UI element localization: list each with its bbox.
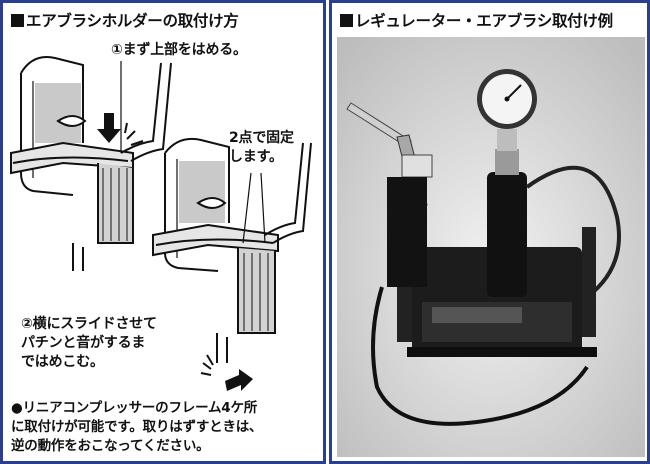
left-panel-holder-instructions: エアブラシホルダーの取付け方 bbox=[0, 0, 326, 464]
square-bullet-icon bbox=[340, 14, 353, 27]
step2-line-1: ②横にスライドさせて bbox=[21, 316, 157, 332]
click-mark-icon bbox=[124, 122, 144, 146]
fix-note-line-1: 2点で固定 bbox=[229, 130, 294, 146]
step2-line-3: ではめこむ。 bbox=[21, 354, 104, 370]
air-hose bbox=[371, 286, 589, 426]
right-panel-mounting-example: レギュレーター・エアブラシ取付け例 bbox=[329, 0, 650, 464]
left-panel-title: エアブラシホルダーの取付け方 bbox=[11, 9, 239, 31]
regulator bbox=[477, 69, 537, 297]
step1-note: ①まず上部をはめる。 bbox=[111, 42, 247, 58]
holder-lower-drawing bbox=[152, 137, 312, 363]
compressor-note-line-3: 逆の動作をおこなってください。 bbox=[11, 438, 210, 454]
holder-illustration bbox=[10, 56, 312, 391]
compressor-note: ●リニアコンプレッサーのフレーム4ケ所 に取付けが可能です。取りはずすときは、 … bbox=[11, 399, 263, 456]
fix-note: 2点で固定 します。 bbox=[229, 129, 294, 167]
compressor-note-line-1: ●リニアコンプレッサーのフレーム4ケ所 bbox=[11, 400, 258, 416]
compressor-photo bbox=[337, 37, 645, 457]
click-mark-icon bbox=[200, 354, 214, 376]
airbrush bbox=[346, 102, 433, 287]
right-arrow-icon bbox=[225, 369, 253, 391]
step2-line-2: パチンと音がするま bbox=[21, 335, 146, 351]
down-arrow-icon bbox=[97, 113, 121, 143]
compressor-note-line-2: に取付けが可能です。取りはずすときは、 bbox=[11, 419, 263, 435]
step2-note: ②横にスライドさせて パチンと音がするま ではめこむ。 bbox=[21, 315, 157, 372]
square-bullet-icon bbox=[11, 14, 24, 27]
compressor-photo-drawing bbox=[337, 37, 645, 457]
fix-note-line-2: します。 bbox=[229, 149, 283, 165]
right-panel-title: レギュレーター・エアブラシ取付け例 bbox=[340, 9, 613, 31]
holder-upper-drawing bbox=[10, 56, 172, 271]
